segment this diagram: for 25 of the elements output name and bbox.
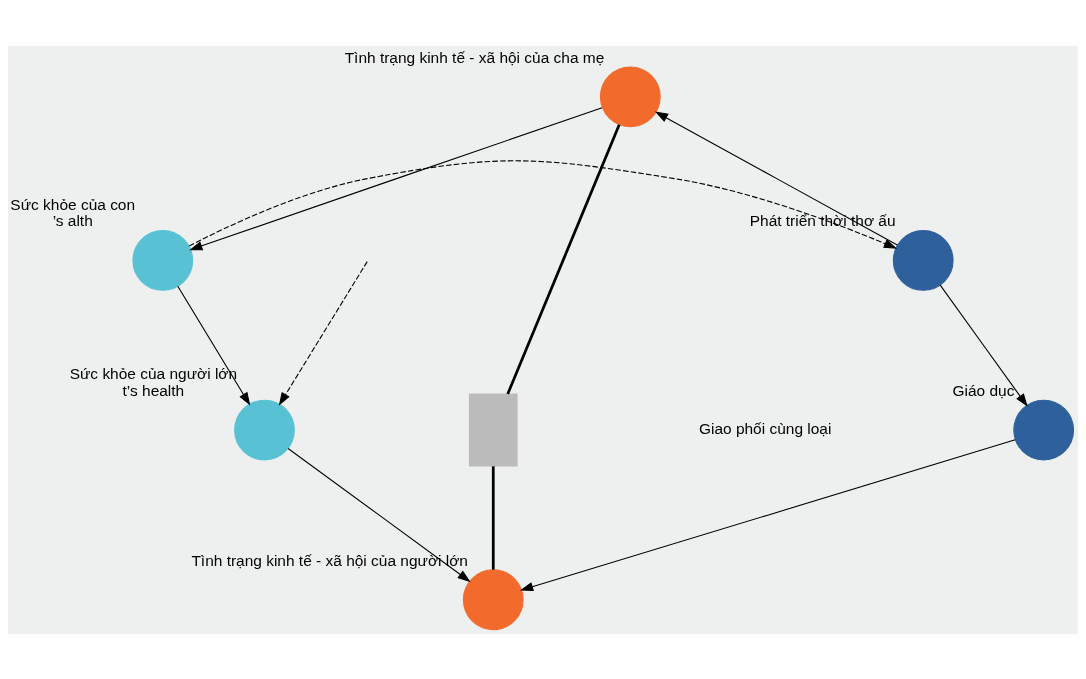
node-box: [468, 393, 518, 467]
node-label: Sức khỏe của con: [10, 195, 136, 213]
connector: [506, 123, 621, 395]
arrow: [519, 438, 1016, 591]
node-circle: [462, 568, 524, 630]
node-label: ’s alth: [52, 211, 93, 229]
arrow: [177, 285, 251, 406]
node-label: Tình trạng kinh tế - xã hội của cha mẹ: [344, 48, 605, 66]
connector: [491, 465, 495, 570]
node-circle: [599, 65, 661, 127]
node-label: Phát triển thời thơ ấu: [749, 211, 896, 229]
node-circle: [234, 399, 295, 460]
node-circle: [892, 229, 954, 291]
node-label: Tình trạng kinh tế - xã hội của người lớn: [191, 551, 468, 569]
arrow: [654, 110, 898, 246]
arrow: [939, 284, 1028, 407]
node-circle: [132, 229, 194, 291]
node-circle: [1013, 399, 1075, 460]
arrow: [189, 106, 603, 250]
node-label: Giáo dục: [952, 381, 1015, 399]
node-label: t’s health: [122, 381, 185, 399]
label: Giao phối cùng loại: [698, 419, 832, 437]
arrow: [287, 447, 471, 582]
arrow: [188, 159, 898, 249]
arrow: [278, 260, 368, 406]
